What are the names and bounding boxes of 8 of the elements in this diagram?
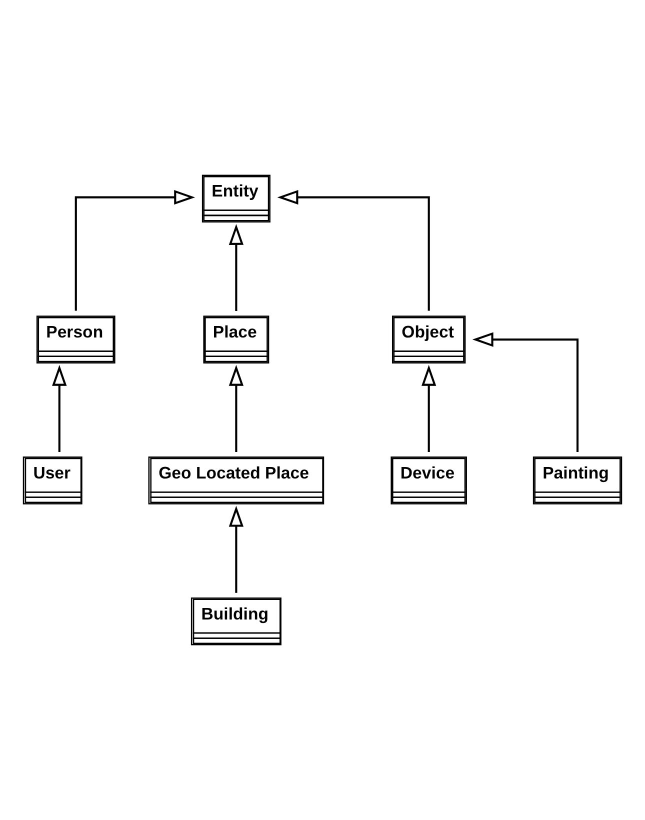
arrow: [422, 364, 436, 452]
arrow: [228, 224, 244, 312]
arrow: [74, 190, 196, 311]
arrow: [52, 364, 67, 452]
arrow: [228, 364, 244, 452]
arrow: [228, 506, 244, 593]
arrow: [277, 190, 430, 311]
arrow: [472, 332, 579, 452]
